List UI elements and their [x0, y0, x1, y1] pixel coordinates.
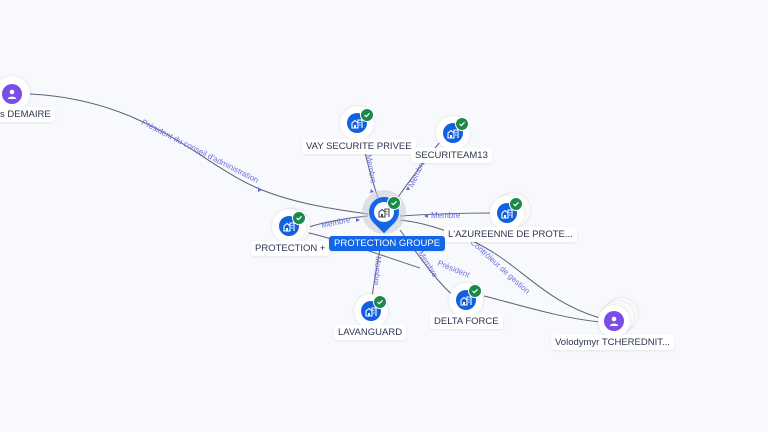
- node-label: VAY SECURITE PRIVEE: [302, 139, 416, 154]
- edge-azureenne-center: [399, 212, 493, 217]
- edge-label-president-ca: Président du conseil d'administration: [140, 118, 260, 185]
- verified-check-icon: [292, 211, 306, 225]
- edge-volodymyr-delta: [483, 295, 601, 323]
- edge-arrow: [406, 186, 410, 190]
- node-label: DELTA FORCE: [430, 314, 503, 329]
- verified-check-icon: [387, 196, 401, 210]
- edge-label-membre-protplus: Membre: [321, 215, 352, 230]
- verified-check-icon: [509, 197, 523, 211]
- edge-label-membre-lavanguard: Membre: [371, 256, 383, 287]
- edge-volodymyr-center: [399, 219, 601, 319]
- edge-demaire-center: [29, 93, 369, 215]
- node-label: L'AZUREENNE DE PROTE...: [444, 227, 577, 242]
- node-label: Volodymyr TCHEREDNIT...: [551, 335, 674, 350]
- person-icon: [604, 311, 624, 331]
- edge-label-membre-azureenne: Membre: [431, 211, 461, 220]
- node-label: PROTECTION +: [251, 241, 330, 256]
- person-icon: [2, 84, 22, 104]
- edge-arrow: [424, 214, 428, 218]
- edge-securiteam-center: [395, 141, 441, 201]
- node-label: s DEMAIRE: [0, 107, 55, 122]
- edge-protplus-center: [304, 215, 369, 229]
- center-node-label: PROTECTION GROUPE: [329, 236, 446, 251]
- node-label: SECURITEAM13: [411, 148, 492, 163]
- edge-arrow: [356, 218, 360, 222]
- verified-check-icon: [468, 284, 482, 298]
- edge-label-president-delta: Président: [436, 259, 471, 280]
- verified-check-icon: [455, 117, 469, 131]
- edge-label-membre-vay: Membre: [364, 154, 378, 185]
- node-label: LAVANGUARD: [334, 325, 407, 340]
- verified-check-icon: [360, 108, 374, 122]
- verified-check-icon: [373, 295, 387, 309]
- edge-arrow: [258, 187, 262, 192]
